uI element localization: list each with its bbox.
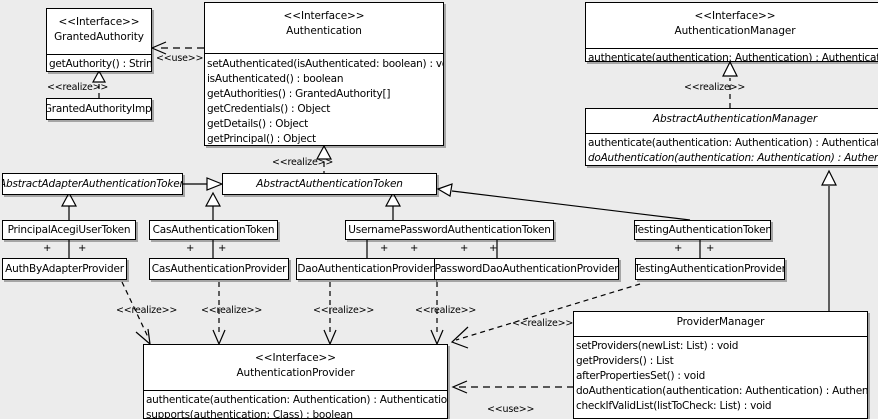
edge-abstractadaptertoken-to-abstractauthenticationtoken — [183, 177, 224, 191]
edge-providermanager-extends-abstractauthenticationmanager — [821, 169, 837, 311]
class-box-authentication-provider[interactable]: <<Interface>> AuthenticationProvider aut… — [143, 344, 448, 419]
class-header-authentication-manager: <<Interface>> AuthenticationManager — [586, 3, 878, 48]
method-row: authenticate(authentication: Authenticat… — [588, 137, 878, 149]
class-box-principal-acegi-user-token[interactable]: PrincipalAcegiUserToken — [2, 220, 136, 240]
class-name-label: AuthenticationProvider — [236, 367, 355, 379]
class-name-label: GrantedAuthorityImpl — [46, 102, 152, 115]
multiplicity-marker: + — [218, 243, 227, 254]
class-name-label: GrantedAuthority — [54, 31, 144, 43]
class-box-authentication-manager[interactable]: <<Interface>> AuthenticationManager auth… — [585, 2, 878, 62]
class-methods-granted-authority: getAuthority() : String — [47, 54, 152, 71]
class-header-authentication-provider: <<Interface>> AuthenticationProvider — [144, 345, 447, 390]
label-realize-granted-authority-impl: <<realize>> — [47, 82, 109, 93]
method-row: getProviders() : List — [576, 355, 674, 367]
label-realize-provider-manager: <<realize>> — [512, 318, 574, 329]
label-realize-abstract-authentication-manager: <<realize>> — [684, 82, 746, 93]
method-row: authenticate(authentication: Authenticat… — [588, 52, 878, 62]
class-name-label: ProviderManager — [676, 316, 765, 328]
class-name-label: UsernamePasswordAuthenticationToken — [348, 223, 551, 236]
method-row: authenticate(authentication: Authenticat… — [146, 394, 448, 406]
class-name-label: CasAuthenticationToken — [152, 223, 275, 236]
class-box-cas-authentication-token[interactable]: CasAuthenticationToken — [149, 220, 278, 240]
stereotype-label: <<Interface>> — [283, 10, 365, 22]
label-realize-auth-by-adapter-provider: <<realize>> — [116, 305, 178, 316]
class-box-abstract-adapter-authentication-token[interactable]: AbstractAdapterAuthenticationToken — [2, 173, 183, 195]
stereotype-label: <<Interface>> — [255, 352, 336, 364]
class-box-dao-authentication-provider[interactable]: DaoAuthenticationProvider — [296, 258, 435, 280]
multiplicity-marker: + — [674, 243, 683, 254]
class-name-label: TestingAuthenticationProvider — [635, 262, 785, 275]
label-realize-password-dao-authentication-provider: <<realize>> — [415, 305, 477, 316]
edge-casauthenticationtoken-extends — [204, 191, 222, 220]
stereotype-label: <<Interface>> — [694, 10, 776, 22]
class-name-label: PasswordDaoAuthenticationProvider — [434, 262, 619, 275]
method-row: isAuthenticated() : boolean — [207, 73, 344, 85]
class-name-label: DaoAuthenticationProvider — [297, 262, 434, 275]
class-methods-authentication-manager: authenticate(authentication: Authenticat… — [586, 48, 878, 62]
multiplicity-marker: + — [460, 243, 469, 254]
class-name-label: AuthByAdapterProvider — [5, 262, 124, 275]
method-row: setAuthenticated(isAuthenticated: boolea… — [207, 58, 444, 70]
multiplicity-marker: + — [186, 243, 195, 254]
multiplicity-marker: + — [706, 243, 715, 254]
class-header-granted-authority: <<Interface>> GrantedAuthority — [47, 9, 151, 54]
edge-usernamepasswordtoken-extends — [384, 191, 402, 220]
class-box-cas-authentication-provider[interactable]: CasAuthenticationProvider — [149, 258, 289, 280]
class-box-username-password-authentication-token[interactable]: UsernamePasswordAuthenticationToken — [345, 220, 554, 240]
class-name-label: AbstractAuthenticationToken — [256, 177, 403, 190]
class-name-label: CasAuthenticationProvider — [151, 262, 287, 275]
label-use-provider-manager-authentication-provider: <<use>> — [487, 404, 535, 415]
class-box-abstract-authentication-token[interactable]: AbstractAuthenticationToken — [222, 173, 437, 195]
method-row: doAuthentication(authentication: Authent… — [588, 152, 878, 164]
multiplicity-marker: + — [489, 243, 498, 254]
class-box-granted-authority[interactable]: <<Interface>> GrantedAuthority getAuthor… — [46, 8, 152, 72]
class-header-provider-manager: ProviderManager — [574, 312, 867, 336]
class-box-granted-authority-impl[interactable]: GrantedAuthorityImpl — [46, 98, 152, 120]
multiplicity-marker: + — [410, 243, 419, 254]
multiplicity-marker: + — [78, 243, 87, 254]
class-header-authentication: <<Interface>> Authentication — [205, 3, 443, 53]
class-name-label: Authentication — [286, 25, 362, 37]
label-realize-dao-authentication-provider: <<realize>> — [313, 305, 375, 316]
class-header-abstract-authentication-manager: AbstractAuthenticationManager — [586, 109, 878, 133]
class-name-label: PrincipalAcegiUserToken — [7, 223, 131, 236]
method-row: getAuthorities() : GrantedAuthority[] — [207, 88, 391, 100]
method-row: checkIfValidList(listToCheck: List) : vo… — [576, 400, 772, 412]
label-realize-cas-authentication-provider: <<realize>> — [201, 305, 263, 316]
class-box-authentication[interactable]: <<Interface>> Authentication setAuthenti… — [204, 2, 444, 146]
method-row: getDetails() : Object — [207, 118, 308, 130]
method-row: getPrincipal() : Object — [207, 133, 316, 145]
class-box-testing-authentication-provider[interactable]: TestingAuthenticationProvider — [635, 258, 785, 280]
method-row: getAuthority() : String — [49, 58, 152, 70]
multiplicity-marker: + — [43, 243, 52, 254]
class-box-auth-by-adapter-provider[interactable]: AuthByAdapterProvider — [2, 258, 127, 280]
multiplicity-marker: + — [380, 243, 389, 254]
class-name-label: TestingAuthenticationToken — [634, 223, 771, 236]
label-realize-abstract-authentication-token: <<realize>> — [272, 157, 334, 168]
edge-principalacegiusertoken-extends — [60, 191, 78, 220]
method-row: supports(authentication: Class) : boolea… — [146, 409, 353, 419]
class-methods-abstract-authentication-manager: authenticate(authentication: Authenticat… — [586, 133, 878, 165]
class-box-testing-authentication-token[interactable]: TestingAuthenticationToken — [634, 220, 771, 240]
method-row: doAuthentication(authentication: Authent… — [576, 385, 868, 397]
stereotype-label: <<Interface>> — [58, 16, 140, 28]
class-box-provider-manager[interactable]: ProviderManager setProviders(newList: Li… — [573, 311, 868, 419]
label-use-authentication-granted-authority: <<use>> — [156, 53, 204, 64]
method-row: setProviders(newList: List) : void — [576, 340, 739, 352]
class-name-label: AbstractAuthenticationManager — [652, 113, 818, 125]
class-methods-authentication: setAuthenticated(isAuthenticated: boolea… — [205, 53, 444, 145]
method-row: afterPropertiesSet() : void — [576, 370, 706, 382]
class-methods-authentication-provider: authenticate(authentication: Authenticat… — [144, 390, 448, 419]
method-row: getCredentials() : Object — [207, 103, 331, 115]
class-box-password-dao-authentication-provider[interactable]: PasswordDaoAuthenticationProvider — [434, 258, 619, 280]
class-name-label: AbstractAdapterAuthenticationToken — [2, 177, 183, 190]
class-name-label: AuthenticationManager — [674, 25, 796, 37]
edge-testingauthenticationtoken-extends — [436, 183, 691, 221]
class-box-abstract-authentication-manager[interactable]: AbstractAuthenticationManager authentica… — [585, 108, 878, 166]
class-methods-provider-manager: setProviders(newList: List) : void getPr… — [574, 336, 867, 414]
